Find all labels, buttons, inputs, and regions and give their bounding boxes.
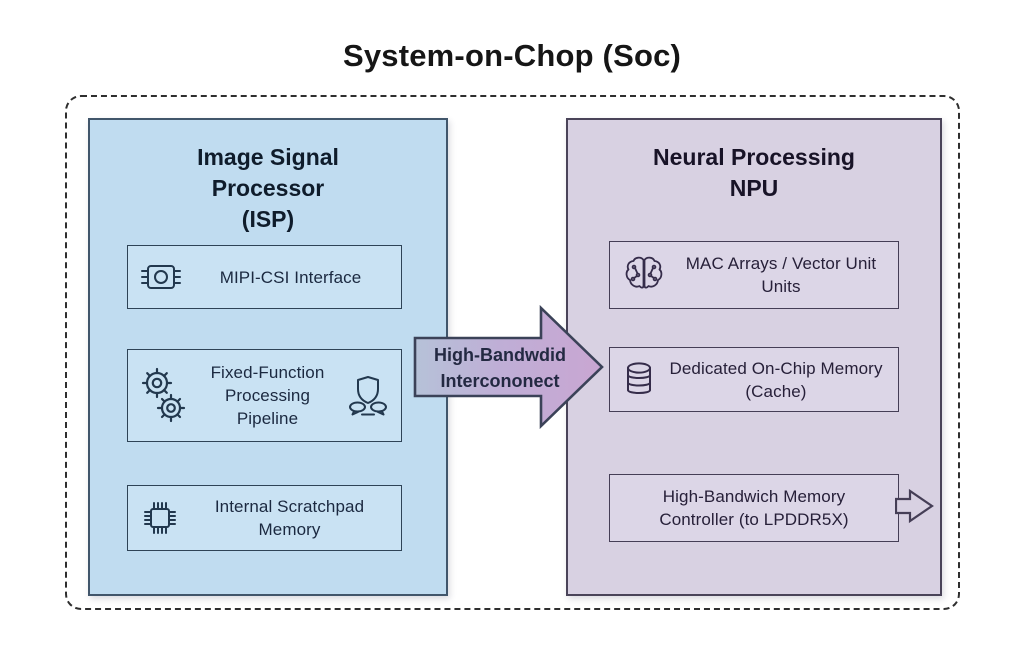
npu-title-line2: NPU (729, 175, 779, 201)
npu-panel-title: Neural Processing NPU (568, 142, 940, 204)
isp-panel-title: Image Signal Processor (ISP) (90, 142, 446, 235)
gears-icon (140, 365, 188, 427)
camera-sensor-chip-icon (140, 260, 182, 294)
shield-chat-icon (347, 374, 389, 418)
isp-title-line2: Processor (211, 175, 325, 201)
isp-block-label: Internal Scratchpad Memory (214, 497, 365, 539)
isp-block-fixed-function: Fixed-Function Processing Pipeline (127, 349, 402, 442)
npu-title-line1: Neural Processing (653, 144, 855, 170)
npu-block-label: High-Bandwich Memory Controller (to LPDD… (659, 487, 849, 529)
npu-block-label: MAC Arrays / Vector Unit Units (685, 254, 877, 296)
small-exit-arrow-icon (895, 488, 934, 524)
npu-panel: Neural Processing NPU MAC Arrays / Vecto… (566, 118, 942, 596)
npu-block-mac-arrays: MAC Arrays / Vector Unit Units (609, 241, 899, 309)
npu-block-label: Dedicated On-Chip Memory (Cache) (669, 358, 883, 401)
interconnect-label: High-Bandwdid Intercononect (424, 340, 576, 396)
soc-dashed-boundary (65, 95, 960, 610)
npu-block-onchip-memory: Dedicated On-Chip Memory (Cache) (609, 347, 899, 412)
isp-block-scratchpad: Internal Scratchpad Memory (127, 485, 402, 551)
isp-title-line3: (ISP) (241, 206, 295, 232)
database-icon (622, 360, 656, 400)
brain-icon (622, 255, 666, 295)
isp-block-mipi-csi: MIPI-CSI Interface (127, 245, 402, 309)
npu-block-memory-controller: High-Bandwich Memory Controller (to LPDD… (609, 474, 899, 542)
memory-chip-icon (140, 498, 180, 538)
isp-block-label: Fixed-Function Processing Pipeline (210, 363, 325, 428)
page-title: System-on-Chop (Soc) (342, 38, 682, 73)
isp-title-line1: Image Signal (197, 144, 339, 170)
isp-panel: Image Signal Processor (ISP) MIPI-CSI In… (88, 118, 448, 596)
isp-block-label: MIPI-CSI Interface (219, 267, 362, 287)
interconnect-label-line1: High-Bandwdid (434, 345, 566, 365)
interconnect-arrow-shape (413, 305, 604, 429)
interconnect-label-line2: Intercononect (440, 371, 560, 391)
